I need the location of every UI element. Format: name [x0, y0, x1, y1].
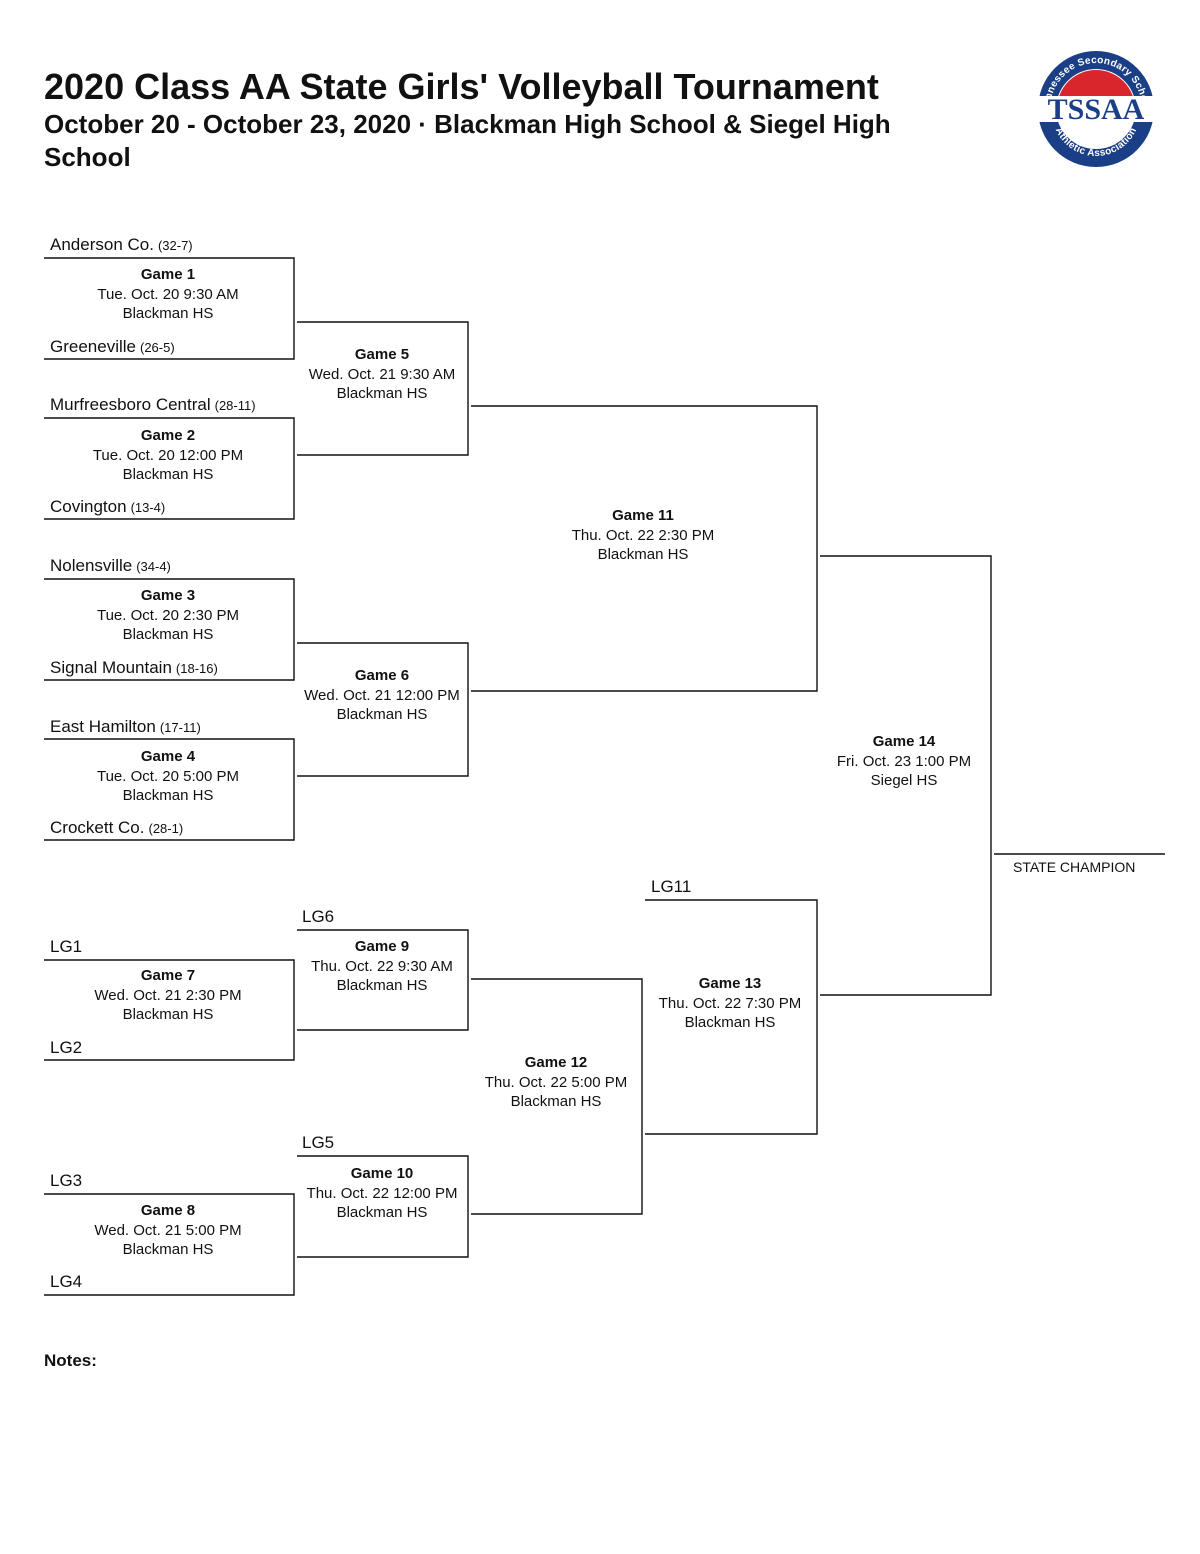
- team-slot: Signal Mountain(18-16): [50, 658, 218, 677]
- bracket-line-game-6: [297, 642, 469, 777]
- team-slot: Covington(13-4): [50, 497, 166, 516]
- logo-text: TSSAA: [1048, 93, 1145, 126]
- team-slot: LG11: [651, 877, 692, 896]
- page-subtitle: October 20 - October 23, 2020 · Blackman…: [44, 109, 891, 172]
- bracket-line-game-4: [44, 738, 295, 841]
- team-slot: Anderson Co.(32-7): [50, 235, 193, 254]
- bracket-line-game-8: [44, 1193, 295, 1296]
- team-slot: LG1: [50, 937, 83, 956]
- bracket-line-game-1: [44, 257, 295, 360]
- team-slot: Greeneville(26-5): [50, 337, 175, 356]
- bracket-line-game-5: [297, 321, 469, 456]
- bracket-line-game-9: [297, 929, 469, 1031]
- team-slot: LG6: [302, 907, 335, 926]
- page-title: 2020 Class AA State Girls' Volleyball To…: [44, 66, 879, 107]
- team-slot: LG5: [302, 1133, 335, 1152]
- team-slot: LG3: [50, 1171, 83, 1190]
- team-slot: Nolensville(34-4): [50, 556, 171, 575]
- team-slot: Crockett Co.(28-1): [50, 818, 184, 837]
- bracket-line-game-3: [44, 578, 295, 681]
- bracket-line-game-12: [471, 978, 643, 1215]
- state-champion-label: STATE CHAMPION: [1013, 859, 1136, 875]
- team-slot: LG4: [50, 1272, 83, 1291]
- bracket-line-game-2: [44, 417, 295, 520]
- bracket-line-game-7: [44, 959, 295, 1061]
- bracket-line-game-14: [820, 555, 992, 996]
- bracket-line-game-11: [471, 405, 818, 692]
- tssaa-logo: Tennessee Secondary School Athletic Asso…: [1026, 48, 1166, 167]
- notes-label: Notes:: [44, 1351, 97, 1370]
- team-slot: East Hamilton(17-11): [50, 717, 201, 736]
- team-slot: Murfreesboro Central(28-11): [50, 395, 256, 414]
- team-slot: LG2: [50, 1038, 83, 1057]
- bracket-line-game-13: [645, 899, 818, 1135]
- bracket-line-game-10: [297, 1155, 469, 1258]
